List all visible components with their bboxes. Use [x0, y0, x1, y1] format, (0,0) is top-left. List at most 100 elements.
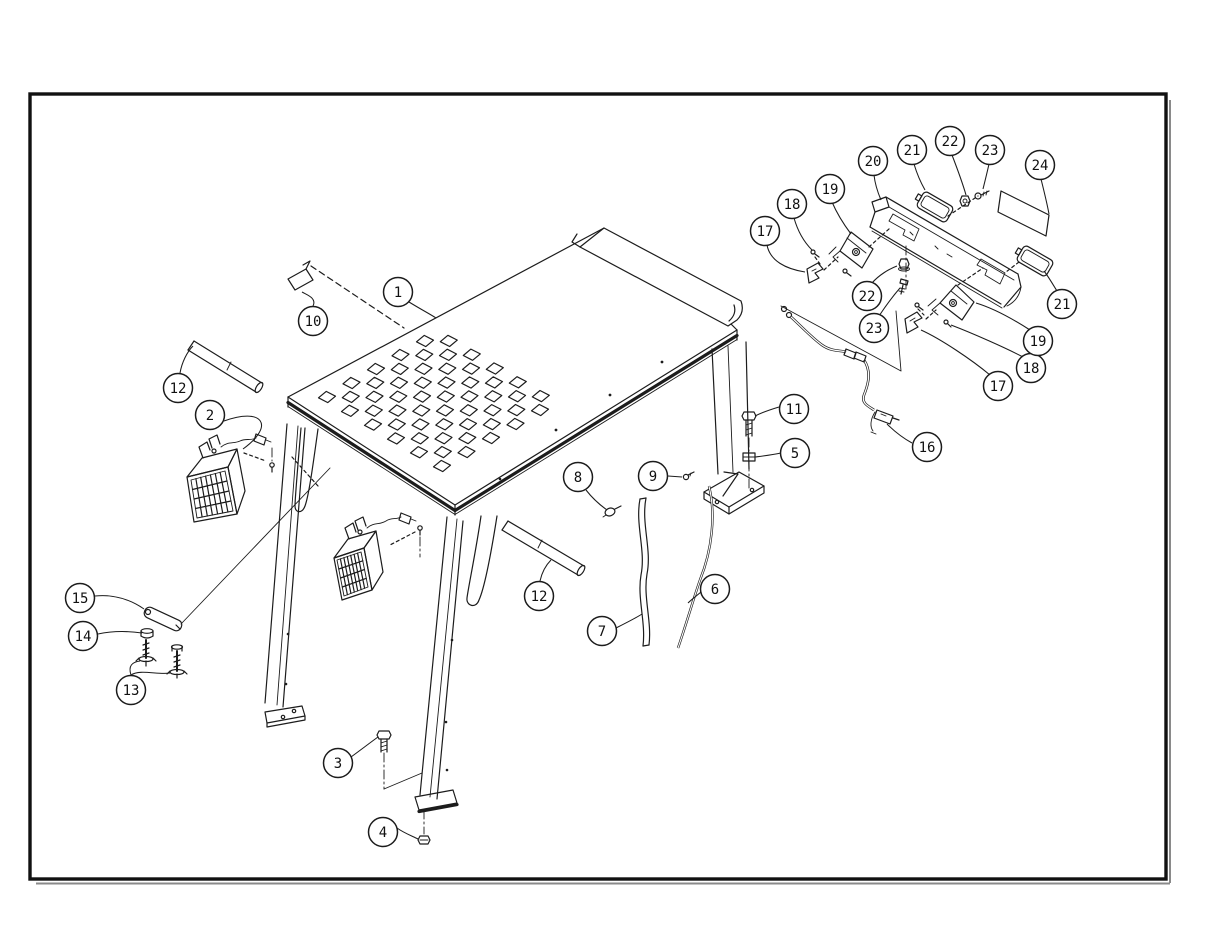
- callout-leader: [920, 329, 991, 376]
- callout-19: 19: [814, 173, 852, 235]
- work-lamp-left: [186, 433, 319, 523]
- callout-leader: [754, 406, 780, 417]
- callout-leader: [873, 174, 882, 201]
- callout-bubble: [194, 399, 226, 431]
- roof-edge-band: [571, 227, 743, 331]
- callout-bubble: [934, 125, 966, 157]
- hex-bolt-3: [376, 730, 425, 835]
- clip-8: [602, 505, 622, 518]
- callout-14: 14: [67, 620, 143, 652]
- cable-6: [676, 485, 714, 649]
- callout-12: 12: [162, 345, 194, 404]
- lamp-bracket: [344, 516, 367, 540]
- callout-number: 13: [123, 683, 140, 699]
- center-grab-handle: [466, 515, 498, 607]
- callout-leader: [687, 591, 702, 604]
- reflector-24: [997, 190, 1050, 237]
- bar-recess-left: [888, 213, 920, 242]
- lamp-wire-center: [366, 512, 417, 529]
- callout-leader: [615, 613, 643, 629]
- callout-4: 4: [367, 816, 419, 848]
- lamp-bracket: [198, 434, 221, 459]
- callout-number: 8: [574, 470, 582, 486]
- left-foot-plate: [264, 705, 306, 728]
- callout-number: 18: [784, 197, 801, 213]
- callout-number: 16: [919, 440, 936, 456]
- right-leg: [703, 341, 765, 515]
- callout-leader: [886, 423, 913, 444]
- callout-leader: [766, 244, 806, 273]
- callout-2: 2: [194, 399, 262, 450]
- callout-23: 23: [858, 287, 901, 344]
- callout-leader: [301, 291, 315, 307]
- callout-11: 11: [754, 393, 810, 425]
- callout-22: 22: [851, 265, 898, 312]
- callout-number: 22: [859, 289, 876, 305]
- callout-leader: [396, 827, 419, 840]
- callout-number: 12: [531, 589, 548, 605]
- callout-leader: [179, 345, 194, 374]
- callout-number: 5: [791, 446, 799, 462]
- callout-leader: [129, 660, 171, 676]
- callout-number: 4: [379, 825, 387, 841]
- light-bar-20: [868, 195, 1022, 309]
- callout-number: 9: [649, 469, 657, 485]
- callout-16: 16: [886, 423, 943, 463]
- roll-tube-left: [187, 340, 264, 394]
- callout-number: 1: [394, 285, 402, 301]
- thumb-bolts-13: [135, 639, 188, 679]
- callout-21: 21: [1043, 270, 1078, 320]
- callout-number: 23: [866, 321, 883, 337]
- callout-bubble: [297, 305, 329, 337]
- callout-21: 21: [896, 134, 928, 191]
- lamp-screw: [417, 525, 423, 536]
- callout-leader: [975, 302, 1031, 331]
- callout-1: 1: [382, 276, 437, 319]
- callout-leader: [350, 736, 379, 758]
- callout-number: 20: [865, 154, 882, 170]
- callout-leader: [982, 163, 990, 190]
- callout-bubble: [974, 134, 1006, 166]
- callout-leader: [408, 301, 437, 319]
- callout-leader: [667, 475, 683, 478]
- callout-leader: [913, 163, 926, 191]
- callout-20: 20: [857, 145, 889, 201]
- callout-24: 24: [1024, 149, 1056, 215]
- callout-number: 18: [1023, 361, 1040, 377]
- callout-bubble: [322, 747, 354, 779]
- callout-19: 19: [975, 302, 1054, 357]
- callout-bubble: [857, 145, 889, 177]
- callout-number: 17: [990, 379, 1007, 395]
- callout-leader: [1040, 178, 1050, 215]
- bar-recess-right: [976, 258, 1006, 285]
- flag-10: [287, 260, 405, 329]
- nut-22-top: [959, 195, 971, 207]
- callout-number: 24: [1032, 158, 1049, 174]
- hex-nut-5: [742, 452, 756, 462]
- hex-nut-4: [417, 835, 431, 845]
- callout-bubble: [814, 173, 846, 205]
- callout-15: 15: [64, 582, 145, 614]
- callout-number: 3: [334, 756, 342, 772]
- callout-bubble: [162, 372, 194, 404]
- callout-bubble: [115, 674, 147, 706]
- callout-bubble: [699, 573, 731, 605]
- callout-leader: [754, 452, 782, 458]
- callout-bubble: [1022, 325, 1054, 357]
- callout-leader: [878, 287, 901, 317]
- callout-22: 22: [934, 125, 967, 196]
- callout-9: 9: [637, 460, 683, 492]
- callout-18: 18: [950, 324, 1047, 384]
- strap-7: [638, 497, 651, 647]
- callout-number: 11: [786, 402, 803, 418]
- callout-leader: [585, 489, 608, 511]
- callout-13: 13: [115, 660, 171, 706]
- clamp-17-left: [806, 262, 824, 284]
- callout-bubble: [523, 580, 555, 612]
- callout-18: 18: [776, 188, 813, 251]
- callout-bubble: [858, 312, 890, 344]
- callout-17: 17: [749, 215, 806, 273]
- callout-bubble: [367, 816, 399, 848]
